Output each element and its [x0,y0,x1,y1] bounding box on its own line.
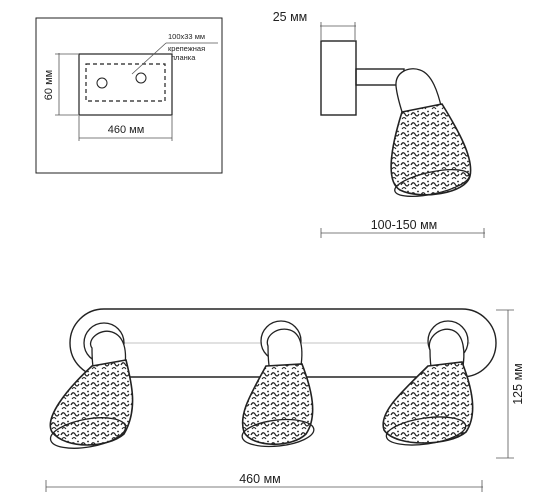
front-spot-right [382,320,474,446]
wall-offset-label: 25 мм [273,10,308,24]
front-width-label: 460 мм [239,472,281,486]
side-lace-shade [390,103,472,196]
mount-plate-detail: 100x33 мм крепежная планка 60 мм 460 мм [35,17,223,174]
plate-height-label: 60 мм [43,70,55,100]
plate-name-label-2: планка [171,53,196,62]
screw-hole-right [135,72,147,84]
front-spot-left [49,322,134,449]
mount-bracket-dashed [85,63,166,102]
reach-label: 100-150 мм [371,218,438,232]
side-view: 25 мм 100-150 мм [273,10,485,238]
screw-hole-left [96,77,108,89]
detail-frame [35,17,223,174]
front-lace-shade-left [49,359,134,446]
side-wall-mount [320,40,357,116]
front-lace-shade-center [241,363,314,445]
front-height-label: 125 мм [511,363,525,405]
front-view: 125 мм 460 мм [45,308,525,492]
front-spot-center [241,320,315,448]
plate-size-label: 100x33 мм [168,32,205,41]
plate-outline [78,53,173,116]
plate-name-label-1: крепежная [168,44,205,53]
plate-leader-line [131,42,167,75]
plate-width-label: 460 мм [108,124,145,136]
